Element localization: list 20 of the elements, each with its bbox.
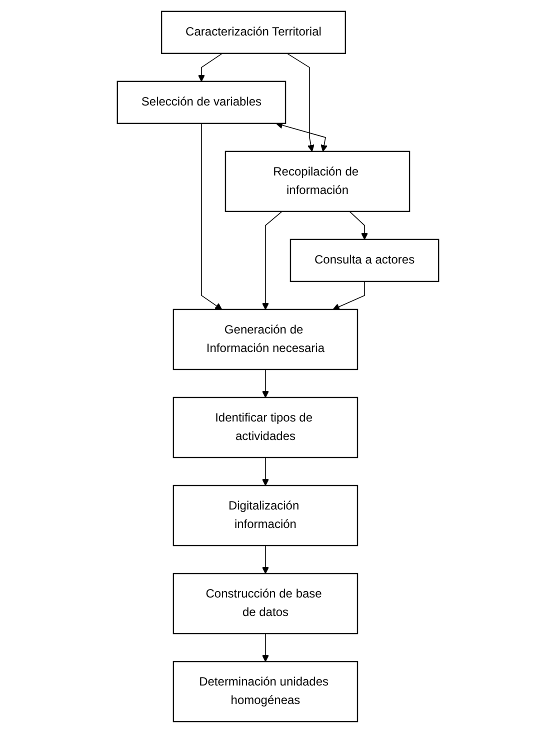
arrow: [349, 211, 368, 240]
arrow: [262, 457, 269, 486]
node-box: Caracterización Territorial: [160, 10, 346, 54]
node-box: Consulta a actores: [290, 238, 440, 282]
node-box: Selección de variables: [116, 80, 286, 124]
arrow: [286, 53, 314, 152]
node-box: Identificar tipos de actividades: [172, 396, 358, 458]
node-box: Generación de Información necesaria: [172, 308, 358, 370]
arrow: [198, 53, 223, 82]
node-box: Construcción de base de datos: [172, 572, 358, 634]
arrow: [262, 545, 269, 574]
node-box: Recopilación de información: [224, 150, 410, 212]
arrow: [201, 123, 222, 310]
arrow: [276, 122, 328, 152]
arrow: [262, 633, 269, 662]
node-box: Digitalización información: [172, 484, 358, 546]
node-box: Determinación unidades homogéneas: [172, 660, 358, 722]
arrow: [332, 281, 365, 310]
arrow: [262, 211, 282, 310]
arrow: [262, 369, 269, 398]
